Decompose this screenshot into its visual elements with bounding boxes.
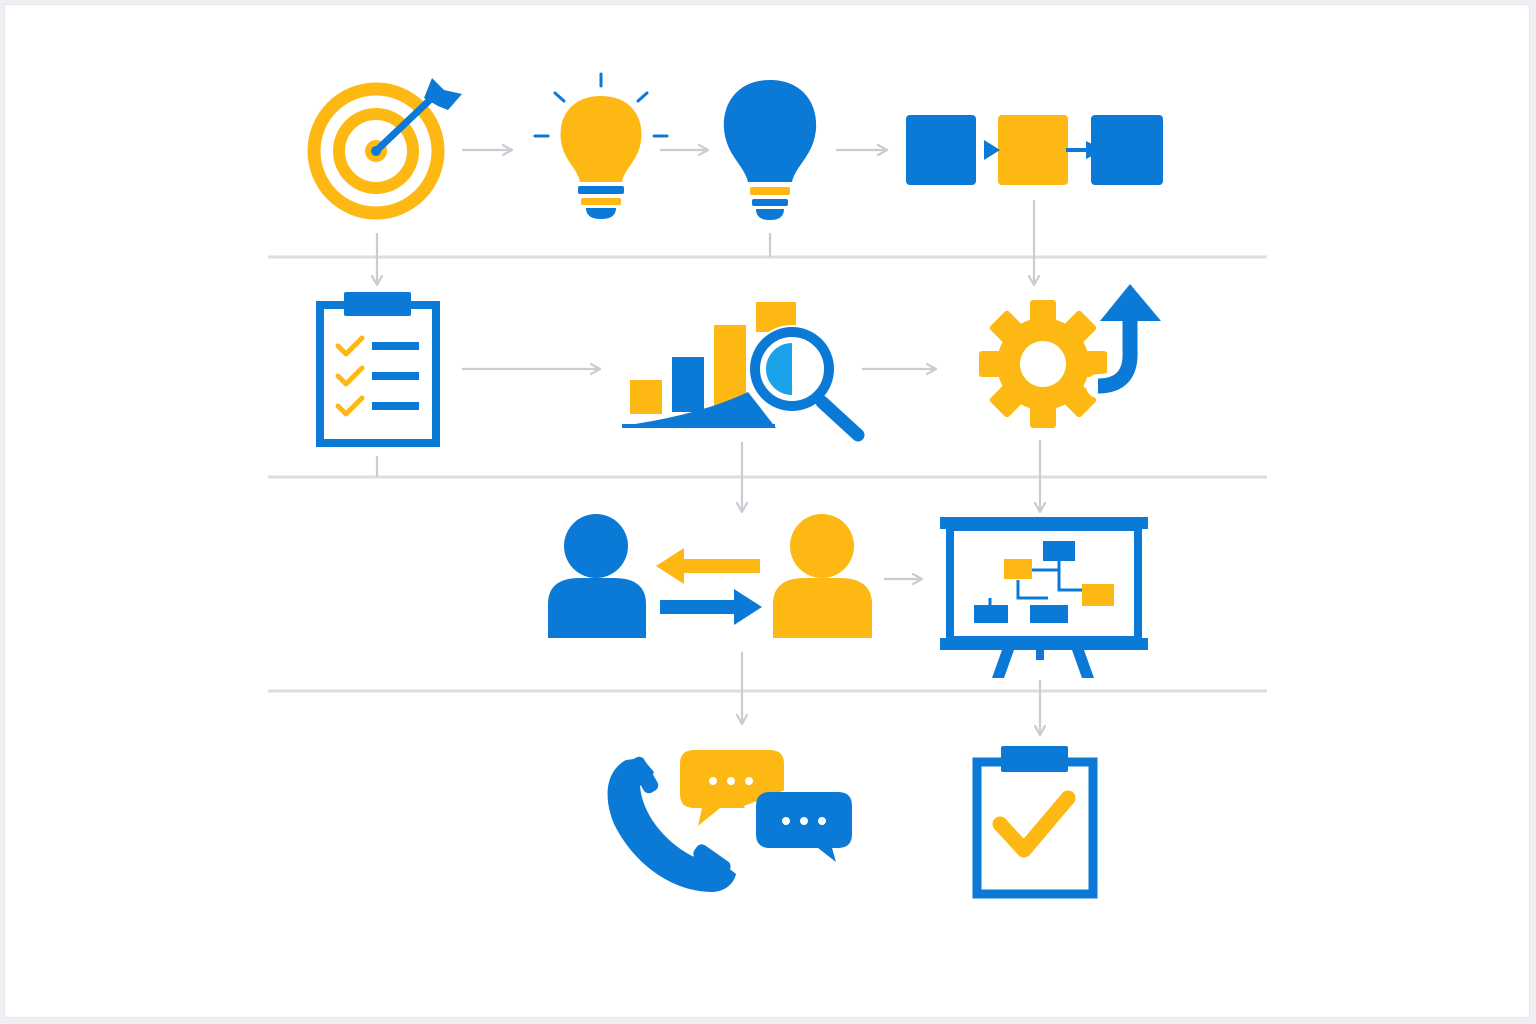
chart-search-icon [622, 302, 865, 442]
row-separators [268, 255, 1267, 693]
clipboard-check-icon [972, 746, 1098, 899]
process-flow-icon [906, 115, 1163, 185]
presentation-board-icon [940, 517, 1148, 678]
checklist-clipboard-icon [316, 292, 440, 447]
phone-chat-icon [607, 750, 856, 892]
connector-stubs [375, 233, 772, 477]
connectors [377, 150, 1040, 735]
people-exchange-icon [548, 514, 872, 638]
gear-upgrade-icon [979, 284, 1161, 428]
lightbulb-yellow-icon [533, 72, 669, 219]
target-arrow-icon [307, 78, 462, 220]
lightbulb-blue-icon [723, 80, 817, 220]
